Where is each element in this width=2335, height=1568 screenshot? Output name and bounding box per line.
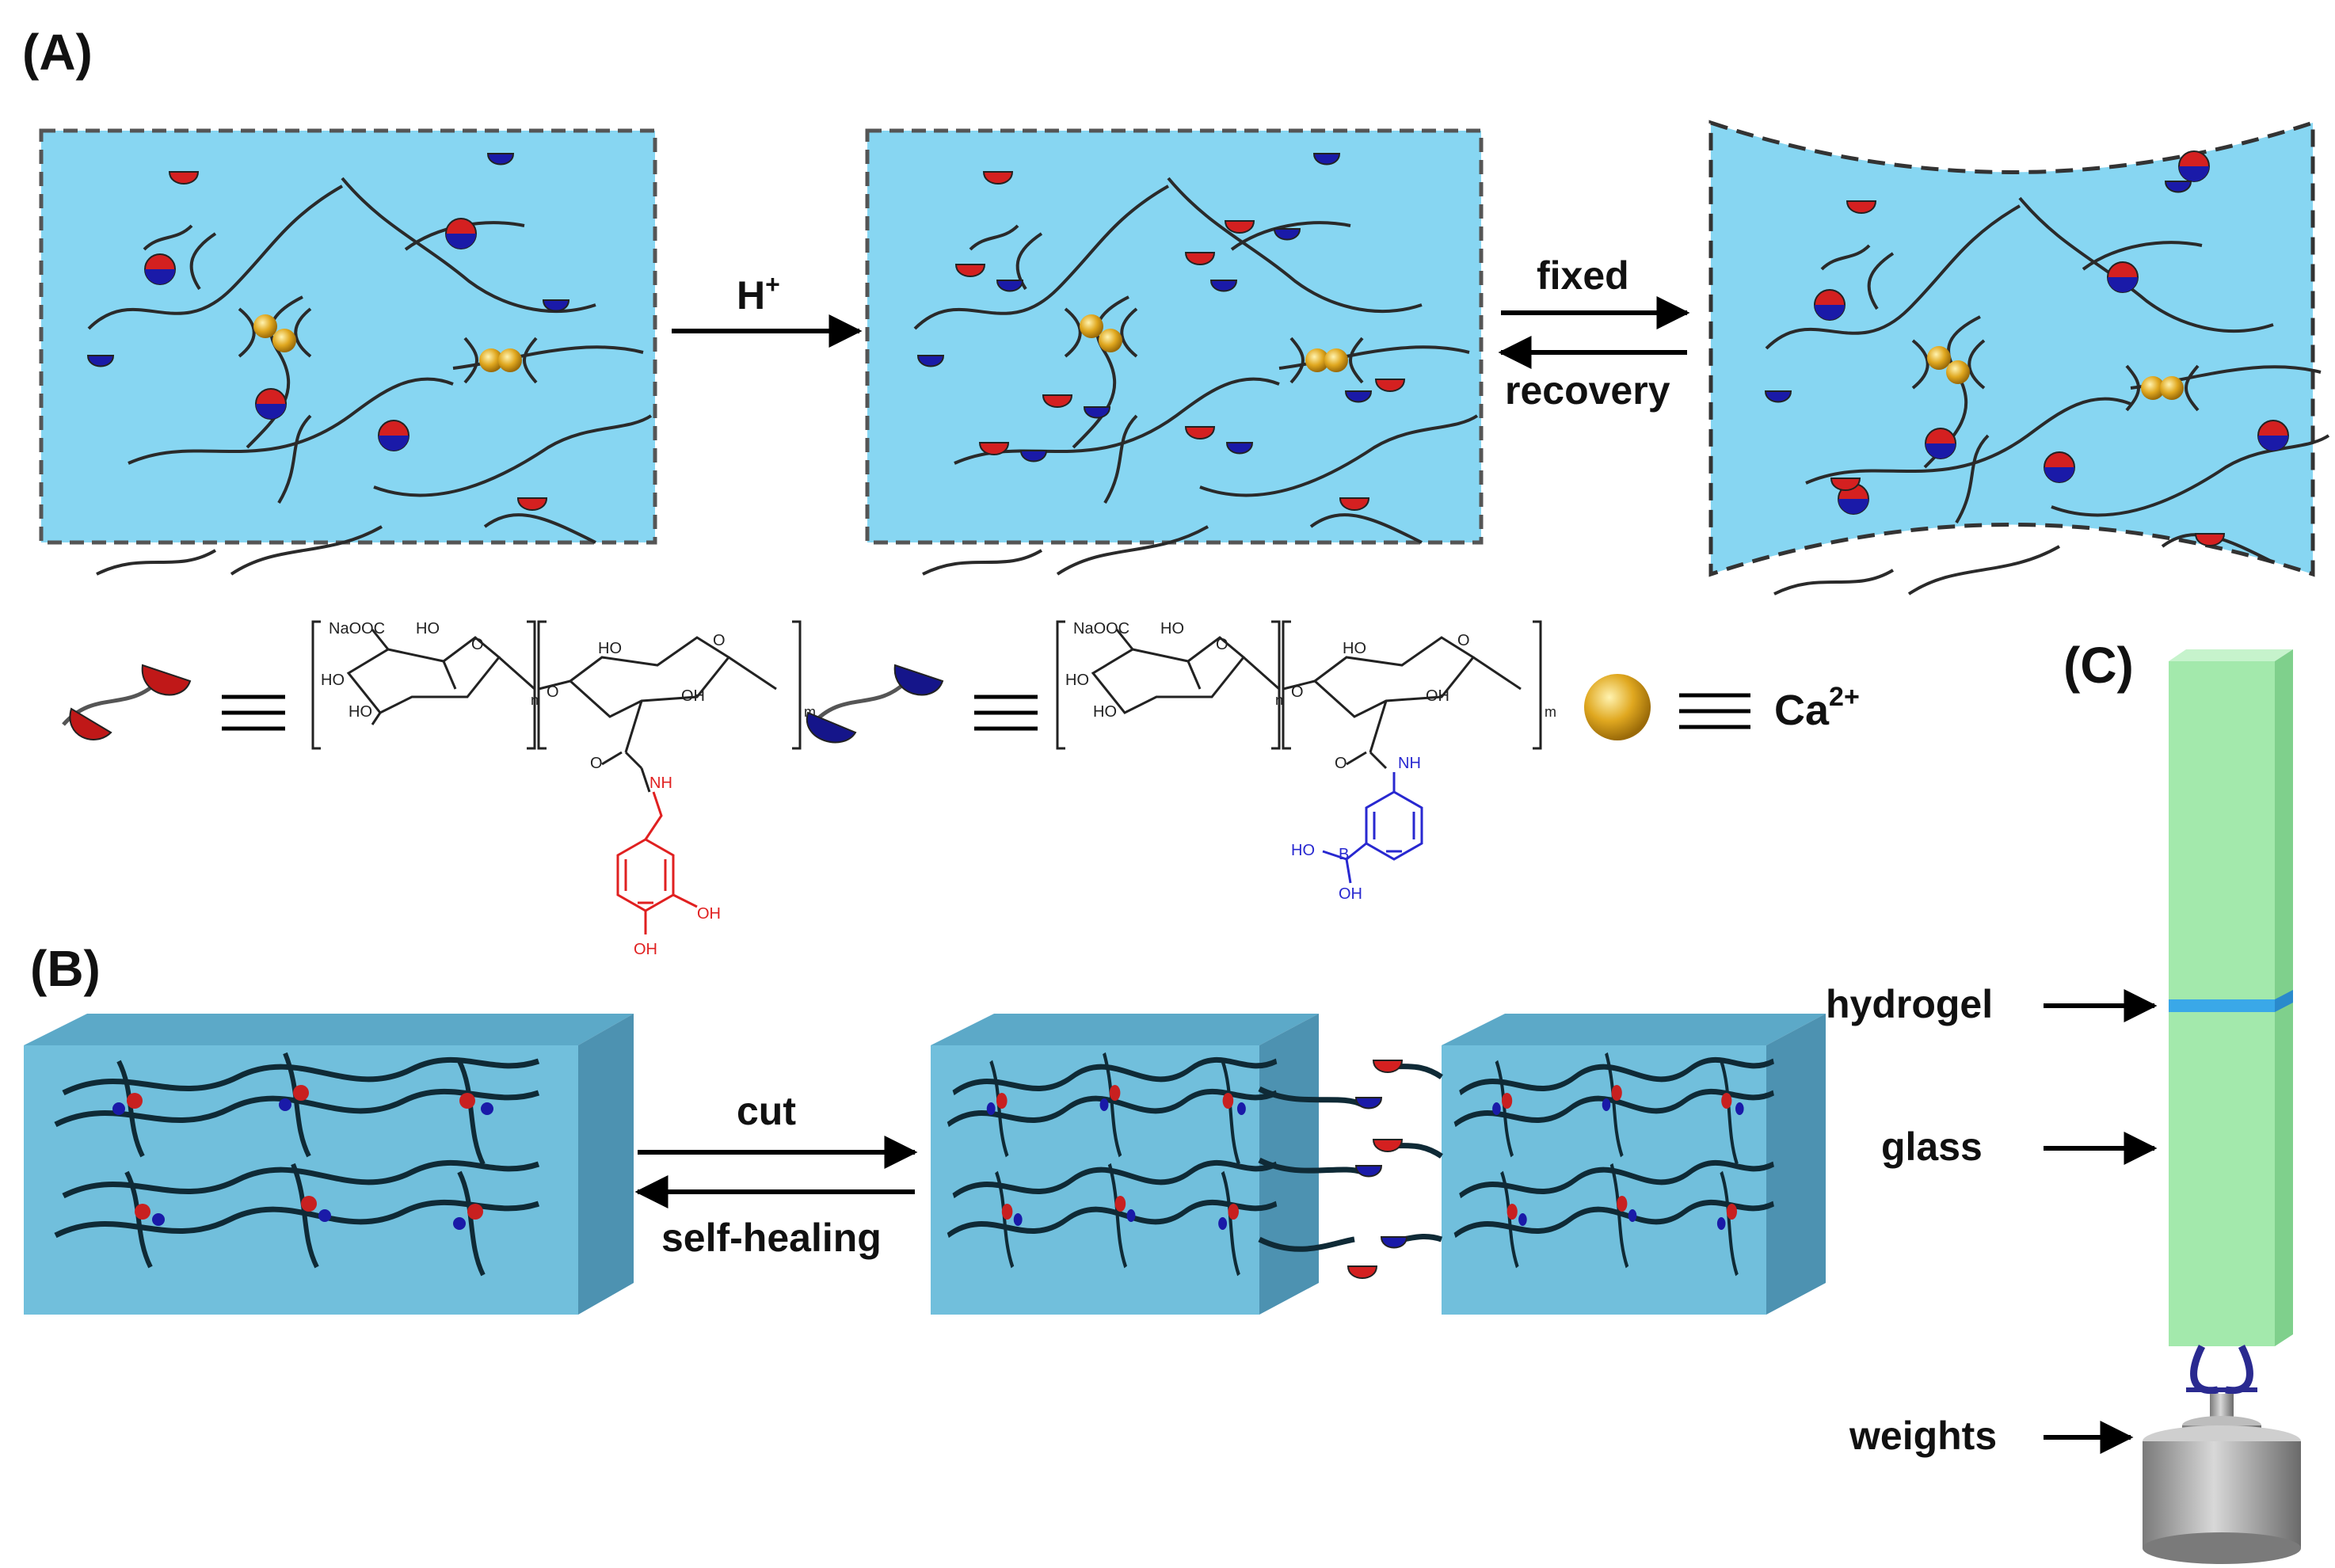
weights-label: weights [1849,1414,1997,1458]
cut-label: cut [737,1089,796,1133]
hydrogel-label: hydrogel [1826,982,1993,1026]
fixed-label: fixed [1537,253,1629,298]
legend-dopamine [62,664,285,740]
panel-c-annotations: hydrogel glass weights [1826,982,2158,1458]
svg-text:O: O [1216,636,1228,653]
svg-text:HO: HO [349,703,372,721]
svg-text:HO: HO [1160,620,1184,637]
self-healing-label: self-healing [661,1216,882,1260]
svg-text:OH: OH [681,687,705,705]
svg-text:HO: HO [1291,842,1315,859]
svg-text:H+: H+ [737,270,780,318]
svg-text:O: O [590,755,603,772]
svg-text:HO: HO [321,672,345,689]
lap-shear-test-setup [2143,649,2301,1564]
svg-text:O: O [1457,632,1470,649]
svg-text:NaOOC: NaOOC [329,620,385,637]
calcium-charge: 2+ [1829,682,1860,712]
boronic-structure-labels: NaOOC HO O HO HO n O HO O OH m O NH B HO… [1065,620,1556,903]
legend-calcium: Ca2+ [1584,674,1860,740]
gel-network-fixed-shape [1708,120,2330,596]
svg-text:OH: OH [1339,885,1362,903]
legend-boronic [806,664,1038,744]
svg-text:Ca2+: Ca2+ [1774,682,1860,734]
svg-text:HO: HO [1343,640,1366,657]
svg-text:OH: OH [697,905,721,923]
glass-label: glass [1881,1125,1983,1169]
svg-text:HO: HO [1065,672,1089,689]
acid-superscript: + [765,270,780,299]
svg-text:m: m [1545,704,1556,720]
svg-text:OH: OH [1426,687,1449,705]
dopamine-structure-labels: NaOOC HO O HO HO n O HO O OH m O NH OH O… [321,620,816,958]
svg-text:n: n [531,692,539,708]
svg-text:HO: HO [416,620,440,637]
boronic-alginate-structure [1056,620,1542,884]
svg-text:n: n [1275,692,1283,708]
acid-label: H [737,273,765,318]
calcium-label: Ca [1774,687,1830,734]
calcium-ion-sphere [1584,674,1651,740]
svg-text:NH: NH [649,774,672,792]
recovery-label: recovery [1505,368,1670,413]
svg-text:HO: HO [598,640,622,657]
panel-c-label: (C) [2063,637,2134,694]
hydrogel-half-right [1373,1014,1826,1315]
svg-text:HO: HO [1093,703,1117,721]
svg-text:NH: NH [1398,755,1421,772]
svg-text:O: O [1335,755,1347,772]
weight-hook [2190,1344,2253,1395]
weights-block [2143,1441,2301,1548]
panel-a-label: (A) [22,24,93,81]
hydrogel-layer [2169,999,2275,1012]
hydrogel-half-left [931,1014,1382,1315]
dopamine-alginate-structure [311,620,802,934]
hydrogel-block-intact [24,1014,634,1315]
gel-network-acidified [865,128,1484,576]
gel-network-initial [39,128,657,576]
svg-text:OH: OH [634,941,657,958]
svg-text:O: O [547,683,559,701]
svg-text:O: O [1291,683,1304,701]
acid-treatment-arrow: H+ [672,270,863,348]
svg-text:O: O [471,636,484,653]
panel-b-label: (B) [30,940,101,997]
shape-fix-recovery-arrows: fixed recovery [1498,253,1690,413]
svg-text:B: B [1339,846,1349,863]
svg-text:NaOOC: NaOOC [1073,620,1129,637]
svg-text:O: O [713,632,726,649]
cut-heal-arrows: cut self-healing [634,1089,918,1260]
